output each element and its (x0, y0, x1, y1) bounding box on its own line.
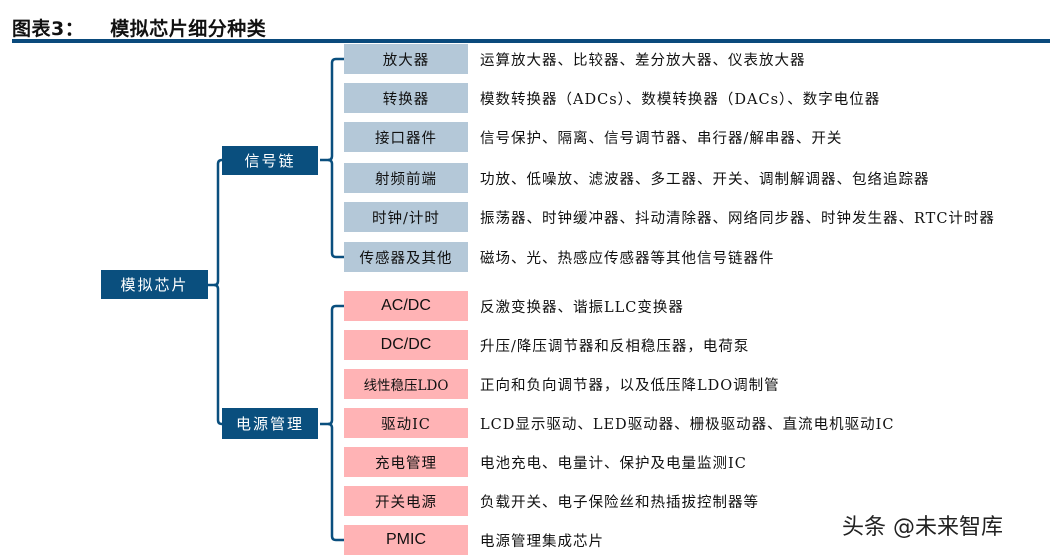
leaf-label: 放大器 (382, 52, 430, 69)
leaf-linear-ldo: 线性稳压LDO (344, 369, 468, 399)
leaf-desc: 升压/降压调节器和反相稳压器，电荷泵 (480, 338, 750, 355)
leaf-label: 时钟/计时 (372, 210, 440, 227)
leaf-desc: 磁场、光、热感应传感器等其他信号链器件 (480, 250, 775, 267)
leaf-desc: 正向和负向调节器，以及低压降LDO调制管 (480, 377, 780, 394)
figure-title: 图表3： 模拟芯片细分种类 (12, 14, 266, 41)
leaf-desc: 电源管理集成芯片 (480, 533, 604, 550)
title-rule (12, 39, 1050, 43)
root-node-label: 模拟芯片 (120, 276, 189, 294)
leaf-rf-frontend: 射频前端 (344, 163, 468, 193)
leaf-label: 线性稳压LDO (363, 378, 449, 394)
leaf-desc: 信号保护、隔离、信号调节器、串行器/解串器、开关 (480, 130, 843, 147)
leaf-desc: 电池充电、电量计、保护及电量监测IC (480, 455, 747, 472)
leaf-desc: LCD显示驱动、LED驱动器、栅极驱动器、直流电机驱动IC (480, 416, 895, 433)
leaf-label: 充电管理 (375, 455, 437, 472)
leaf-converter: 转换器 (344, 83, 468, 113)
leaf-amplifier: 放大器 (344, 44, 468, 74)
branch-label: 电源管理 (235, 415, 304, 433)
leaf-charge-management: 充电管理 (344, 447, 468, 477)
leaf-desc: 振荡器、时钟缓冲器、抖动清除器、网络同步器、时钟发生器、RTC计时器 (480, 210, 995, 227)
branch-label: 信号链 (244, 152, 296, 170)
leaf-label: 接口器件 (375, 130, 437, 147)
leaf-switching-power: 开关电源 (344, 486, 468, 516)
leaf-clock-timing: 时钟/计时 (344, 202, 468, 232)
leaf-label: 射频前端 (375, 171, 437, 188)
figure-label: 图表3： (12, 18, 85, 40)
leaf-label: DC/DC (380, 336, 432, 353)
leaf-label: 转换器 (382, 91, 430, 108)
leaf-dc-dc: DC/DC (344, 330, 468, 360)
branch-node-power-management: 电源管理 (222, 408, 318, 439)
figure-caption: 模拟芯片细分种类 (110, 18, 267, 40)
leaf-desc: 运算放大器、比较器、差分放大器、仪表放大器 (480, 52, 806, 69)
leaf-label: 驱动IC (381, 416, 431, 433)
leaf-driver-ic: 驱动IC (344, 408, 468, 438)
leaf-desc: 负载开关、电子保险丝和热插拔控制器等 (480, 494, 759, 511)
leaf-label: AC/DC (381, 297, 431, 314)
branch-node-signal-chain: 信号链 (222, 146, 318, 175)
leaf-pmic: PMIC (344, 525, 468, 555)
leaf-label: 传感器及其他 (359, 250, 453, 267)
leaf-label: 开关电源 (375, 494, 437, 511)
watermark: 头条 @未来智库 (842, 515, 1003, 540)
leaf-desc: 模数转换器（ADCs）、数模转换器（DACs）、数字电位器 (480, 91, 881, 108)
leaf-label: PMIC (386, 531, 426, 548)
leaf-desc: 反激变换器、谐振LLC变换器 (480, 299, 684, 316)
root-node: 模拟芯片 (101, 270, 208, 299)
leaf-desc: 功放、低噪放、滤波器、多工器、开关、调制解调器、包络追踪器 (480, 171, 930, 188)
leaf-sensors-other: 传感器及其他 (344, 242, 468, 272)
leaf-interface: 接口器件 (344, 122, 468, 152)
leaf-ac-dc: AC/DC (344, 291, 468, 321)
